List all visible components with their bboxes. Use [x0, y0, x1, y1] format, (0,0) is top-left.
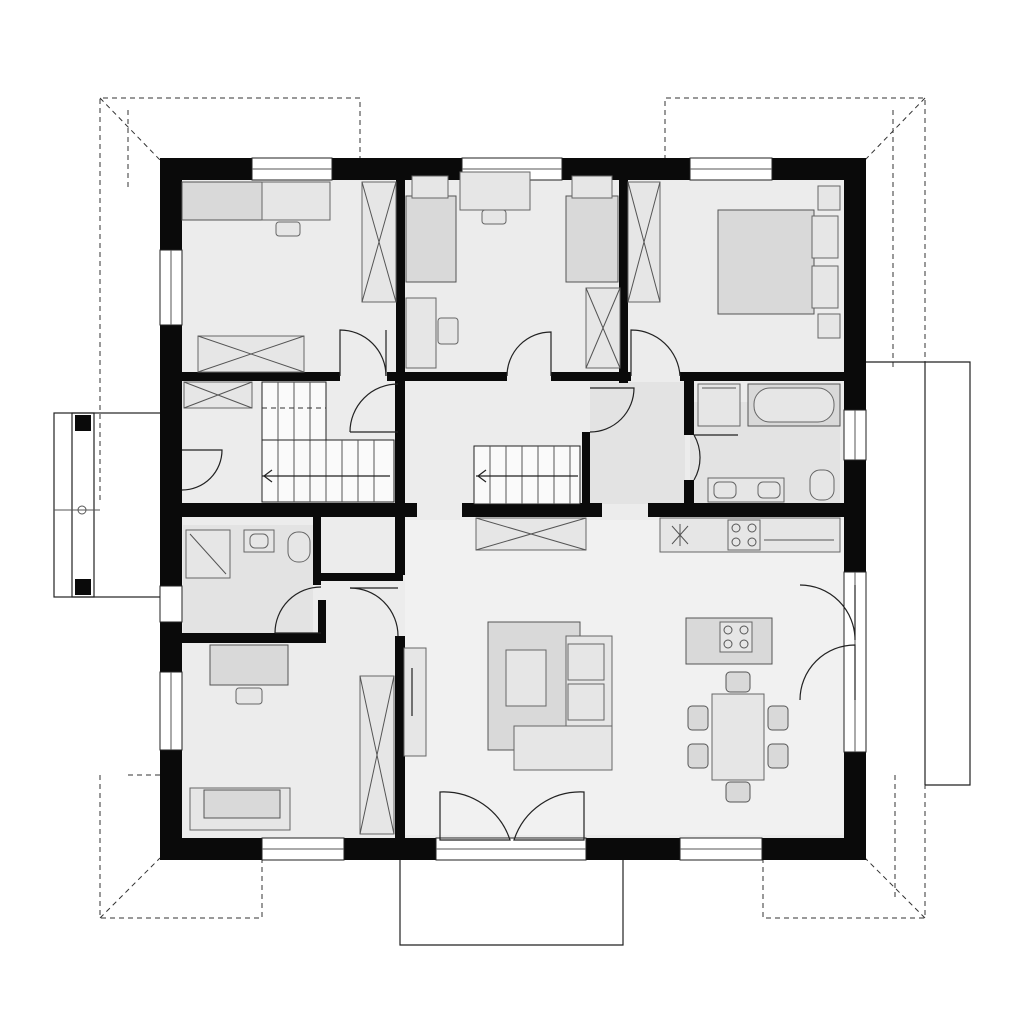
coffee-table [505, 649, 547, 707]
chair [687, 705, 709, 731]
staircase [261, 439, 395, 503]
chair [725, 671, 751, 693]
entry-hall [183, 381, 395, 503]
staircase [473, 445, 581, 505]
doors [181, 329, 856, 841]
chair [767, 705, 789, 731]
interior-walls [180, 178, 846, 838]
chair [767, 743, 789, 769]
front-porch [399, 858, 624, 946]
side-terrace-right [865, 361, 971, 786]
desk [209, 644, 289, 686]
cooktop [727, 519, 761, 551]
toilet [287, 531, 311, 563]
windows [159, 157, 867, 861]
desk [405, 297, 437, 369]
double-bed [717, 209, 815, 315]
side-porch-left [53, 412, 163, 598]
shower [697, 383, 741, 427]
kitchen-counter [659, 517, 841, 553]
bed [405, 195, 457, 283]
bathroom-main [697, 383, 841, 503]
landing [473, 445, 587, 551]
dining-table [711, 693, 765, 781]
shower-room [185, 529, 311, 579]
master-bedroom [627, 181, 841, 339]
chair [235, 687, 263, 705]
office [189, 644, 395, 835]
chair [481, 209, 507, 225]
chair [437, 317, 459, 345]
nightstand [817, 313, 841, 339]
kitchen-dining [685, 617, 789, 803]
chair [687, 743, 709, 769]
kids-room [405, 171, 621, 369]
living-room [403, 621, 613, 771]
nightstand [817, 185, 841, 211]
tv-console [403, 647, 427, 757]
bed [565, 195, 619, 283]
bedroom-1 [181, 181, 397, 373]
desk [459, 171, 531, 211]
chair [725, 781, 751, 803]
chair [275, 221, 301, 237]
toilet [809, 469, 835, 501]
